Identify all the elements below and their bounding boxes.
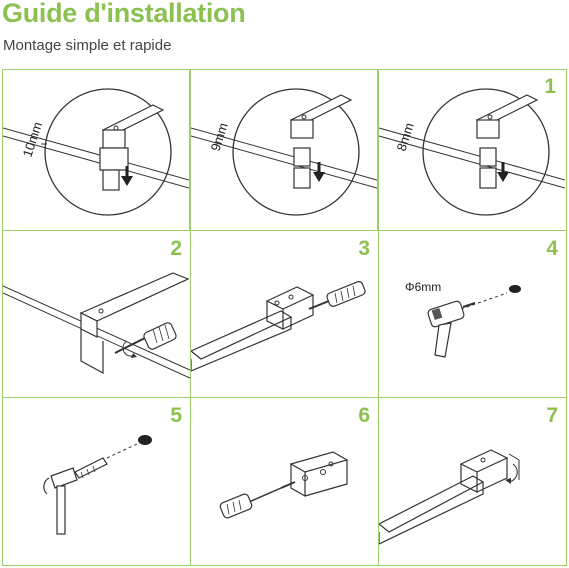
step-1-panel: 1 10mm 9mm xyxy=(2,69,567,231)
gap-label: 9mm xyxy=(208,121,231,153)
bar-insertion-diagram xyxy=(191,280,366,372)
step-number: 2 xyxy=(170,237,182,260)
step-number: 4 xyxy=(546,237,558,260)
divider xyxy=(377,70,379,230)
step-3-panel: 3 xyxy=(190,230,379,398)
clamp-gap-diagram-a: 10mm xyxy=(3,88,189,216)
step-number: 7 xyxy=(546,404,558,427)
step-5-panel: 5 xyxy=(2,397,191,566)
drill-size-label: Φ6mm xyxy=(405,280,441,294)
step-number: 5 xyxy=(170,404,182,427)
clamp-gap-diagram-b: 9mm xyxy=(191,88,377,216)
screw-tightening-diagram xyxy=(3,272,190,379)
anchor-insertion-diagram xyxy=(43,435,152,535)
clamp-gap-diagram-c: 8mm xyxy=(379,88,565,216)
step-number: 3 xyxy=(358,237,370,260)
gap-label: 10mm xyxy=(20,120,45,159)
step-number: 1 xyxy=(544,75,556,98)
gap-label: 8mm xyxy=(394,121,417,153)
divider xyxy=(189,70,191,230)
step-2-panel: 2 xyxy=(2,230,191,398)
step-6-panel: 6 xyxy=(190,397,379,566)
drilling-diagram: Φ6mm xyxy=(405,280,521,358)
bracket-screwing-diagram xyxy=(219,451,349,519)
page-title: Guide d'installation xyxy=(2,0,246,28)
step-4-panel: 4 Φ6mm xyxy=(378,230,567,398)
step-7-panel: 7 xyxy=(378,397,567,566)
step-number: 6 xyxy=(358,404,370,427)
bar-mounting-diagram xyxy=(379,449,520,545)
page-subtitle: Montage simple et rapide xyxy=(3,37,172,54)
